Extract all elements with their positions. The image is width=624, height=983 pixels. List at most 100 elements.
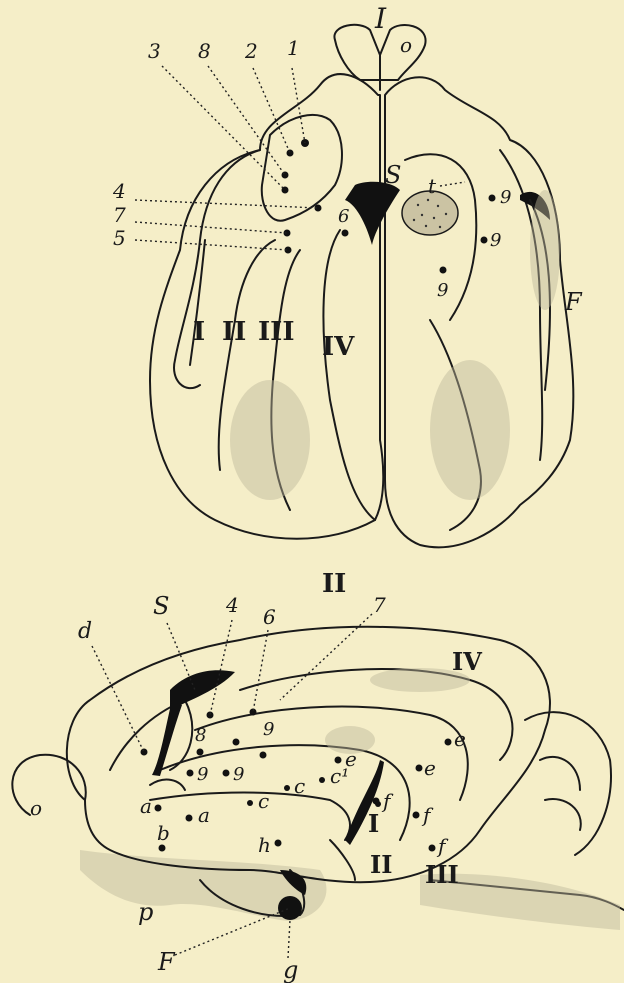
leader-3 xyxy=(162,66,285,190)
leader-d xyxy=(92,646,144,752)
label-9-lateral-b: 9 xyxy=(197,764,208,785)
label-c2: c xyxy=(294,774,305,798)
label-gyrus-II-lateral: II xyxy=(370,850,392,879)
point-f3 xyxy=(429,845,436,852)
point-7-lateral xyxy=(233,739,240,746)
label-olfactory-bulb-o: o xyxy=(400,33,412,57)
label-h: h xyxy=(258,833,271,857)
label-a2: a xyxy=(198,803,210,827)
shading-left xyxy=(230,380,310,500)
label-gyrus-II: II xyxy=(222,317,246,347)
point-9a-lateral xyxy=(260,752,267,759)
olfactory-bulb-lateral xyxy=(12,755,85,815)
label-6: 6 xyxy=(338,206,349,227)
point-a2 xyxy=(186,815,193,822)
label-S: S xyxy=(385,161,401,189)
point-g xyxy=(278,896,302,920)
label-4-lateral: 4 xyxy=(225,593,239,617)
point-9b xyxy=(481,237,488,244)
left-frontal-lobe xyxy=(262,115,342,221)
leader-7 xyxy=(135,222,287,233)
label-gyrus-III-lateral: III xyxy=(425,860,459,889)
point-e3 xyxy=(445,739,452,746)
label-b: b xyxy=(157,821,170,845)
label-7-lateral: 7 xyxy=(373,593,386,617)
dorsal-view: I o 3 8 2 1 4 7 5 6 S t 9 9 9 F I II III… xyxy=(112,2,583,547)
point-c2 xyxy=(284,785,290,791)
left-gyrus-I-outline xyxy=(174,150,260,388)
point-9a xyxy=(489,195,496,202)
label-gyrus-I: I xyxy=(193,317,205,347)
lateral-gyrus-I xyxy=(150,793,350,841)
leader-6-lateral xyxy=(253,630,268,712)
point-c3 xyxy=(319,777,325,783)
label-9b: 9 xyxy=(490,230,501,251)
label-9c: 9 xyxy=(437,280,448,301)
label-gyrus-IV-lateral: IV xyxy=(452,647,482,676)
left-gyrus-IV-outline xyxy=(323,230,375,520)
label-gyrus-IV: IV xyxy=(322,332,355,362)
label-9-lateral-a: 9 xyxy=(263,719,274,740)
leader-t xyxy=(440,182,465,186)
label-top-II: II xyxy=(322,569,346,599)
label-f1: f xyxy=(381,789,394,813)
point-d xyxy=(141,749,148,756)
label-2: 2 xyxy=(244,39,258,63)
point-6 xyxy=(342,230,349,237)
label-g: g xyxy=(283,956,298,983)
point-2 xyxy=(287,150,294,157)
leader-5 xyxy=(135,240,288,250)
point-9c-lateral xyxy=(223,770,230,777)
sulcus-S-dark xyxy=(345,182,400,245)
leader-g-lateral xyxy=(288,920,290,958)
label-F-lateral: F xyxy=(157,948,176,976)
leader-F-lateral xyxy=(175,908,290,955)
label-e3: e xyxy=(454,727,466,751)
label-8-lateral: 8 xyxy=(195,725,206,746)
label-olfactory-I: I xyxy=(374,2,387,35)
label-5: 5 xyxy=(113,226,126,250)
label-c1: c xyxy=(258,789,269,813)
label-f3: f xyxy=(436,834,449,858)
point-a1 xyxy=(155,805,162,812)
point-f1 xyxy=(373,798,380,805)
leader-4-lateral xyxy=(210,620,232,715)
label-8: 8 xyxy=(198,39,211,63)
point-8-lateral xyxy=(197,749,204,756)
lateral-view: II d S 4 6 7 IV e e e 9 8 9 9 c c c¹ f f… xyxy=(12,569,624,983)
label-p: p xyxy=(138,898,153,926)
point-9c xyxy=(440,267,447,274)
label-3: 3 xyxy=(148,39,161,63)
cerebellum-folia xyxy=(540,757,581,830)
label-c3: c¹ xyxy=(330,764,349,788)
label-S-lateral: S xyxy=(153,592,169,620)
point-h xyxy=(275,840,282,847)
label-F: F xyxy=(564,288,583,316)
label-a1: a xyxy=(140,794,152,818)
label-gyrus-I-lateral: I xyxy=(368,809,379,838)
label-7: 7 xyxy=(113,203,126,227)
label-1: 1 xyxy=(287,36,300,60)
gyrus-I-lateral-sulcus xyxy=(330,840,355,880)
label-6-lateral: 6 xyxy=(263,605,276,629)
label-e2: e xyxy=(424,756,436,780)
label-t: t xyxy=(428,174,437,198)
point-e1 xyxy=(335,757,342,764)
label-f2: f xyxy=(421,803,434,827)
point-b xyxy=(159,845,166,852)
label-d: d xyxy=(78,619,92,644)
shading-right-edge xyxy=(530,190,560,310)
leader-4 xyxy=(135,200,318,208)
label-9a: 9 xyxy=(500,187,511,208)
point-7 xyxy=(284,230,291,237)
leader-1 xyxy=(292,68,305,143)
point-9b-lateral xyxy=(187,770,194,777)
shading-right xyxy=(430,360,510,500)
label-4: 4 xyxy=(112,179,126,203)
point-c1 xyxy=(247,800,253,806)
label-gyrus-III: III xyxy=(258,317,295,347)
point-e2 xyxy=(416,765,423,772)
leader-2 xyxy=(253,68,290,153)
sulcus-a-hook xyxy=(150,780,185,790)
